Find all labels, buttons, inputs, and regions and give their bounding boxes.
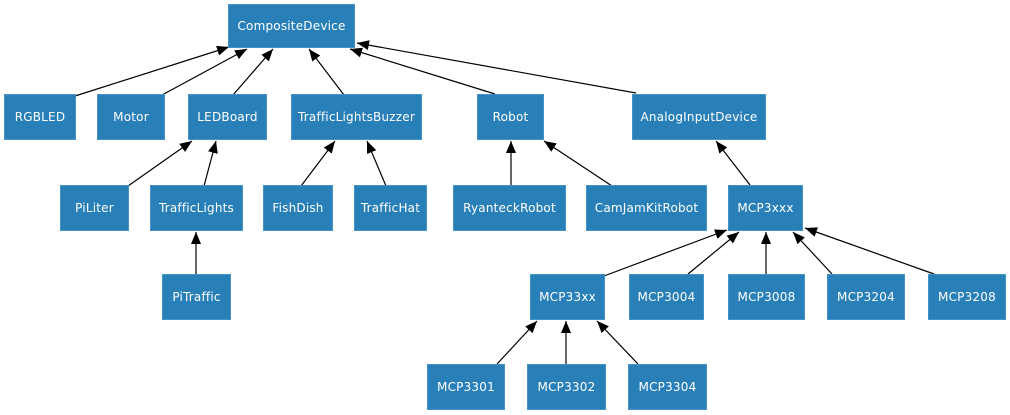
node-ryanteckrobot[interactable]: RyanteckRobot [453, 185, 566, 231]
node-mcp3208-label: MCP3208 [938, 290, 996, 304]
node-rgbled[interactable]: RGBLED [4, 94, 76, 140]
node-camjamkitrobot-label: CamJamKitRobot [594, 201, 699, 215]
node-mcp3204[interactable]: MCP3204 [827, 274, 905, 320]
node-pitraffic[interactable]: PiTraffic [162, 274, 231, 320]
node-mcp3304-label: MCP3304 [638, 380, 697, 394]
edge-analoginputdevice-to-compositedevice [356, 40, 637, 94]
node-robot-label: Robot [492, 110, 529, 124]
edge-trafficlights-to-ledboard [203, 140, 218, 187]
node-mcp3xxx-label: MCP3xxx [737, 201, 794, 215]
node-trafficlights-label: TrafficLights [158, 201, 235, 215]
node-mcp3304[interactable]: MCP3304 [628, 364, 707, 410]
edge-piliter-to-ledboard [127, 140, 193, 187]
node-mcp33xx[interactable]: MCP33xx [530, 274, 605, 320]
node-mcp3004-label: MCP3004 [637, 290, 696, 304]
node-mcp3208[interactable]: MCP3208 [928, 274, 1006, 320]
node-mcp3008[interactable]: MCP3008 [728, 274, 805, 320]
node-mcp3301-label: MCP3301 [437, 380, 495, 394]
node-fishdish-label: FishDish [272, 201, 324, 215]
node-motor[interactable]: Motor [97, 94, 165, 140]
edge-trafficlightsbuzzer-to-compositedevice [308, 48, 345, 96]
node-mcp3004[interactable]: MCP3004 [629, 274, 704, 320]
node-traffichat[interactable]: TrafficHat [354, 185, 427, 231]
node-mcp3302-label: MCP3302 [537, 380, 596, 394]
node-robot[interactable]: Robot [477, 94, 544, 140]
node-traffichat-label: TrafficHat [360, 201, 421, 215]
node-compositedevice-label: CompositeDevice [237, 19, 346, 33]
node-mcp3xxx[interactable]: MCP3xxx [728, 185, 803, 231]
node-pitraffic-label: PiTraffic [172, 290, 221, 304]
node-compositedevice[interactable]: CompositeDevice [228, 4, 355, 48]
edge-mcp3208-to-mcp3xxx [804, 227, 935, 275]
node-analoginputdevice[interactable]: AnalogInputDevice [632, 94, 766, 140]
edge-motor-to-compositedevice [161, 48, 248, 96]
node-trafficlights[interactable]: TrafficLights [150, 185, 243, 231]
node-mcp3302[interactable]: MCP3302 [527, 364, 606, 410]
node-rgbled-label: RGBLED [14, 110, 66, 124]
edge-fishdish-to-trafficlightsbuzzer [300, 140, 336, 187]
node-mcp33xx-label: MCP33xx [539, 290, 596, 304]
node-motor-label: Motor [113, 110, 149, 124]
node-ledboard[interactable]: LEDBoard [188, 94, 267, 140]
node-trafficlightsbuzzer[interactable]: TrafficLightsBuzzer [291, 94, 422, 140]
node-piliter[interactable]: PiLiter [60, 185, 129, 231]
edge-ledboard-to-compositedevice [232, 48, 274, 96]
edge-mcp3304-to-mcp33xx [596, 320, 639, 365]
edge-mcp3204-to-mcp3xxx [792, 231, 833, 275]
node-analoginputdevice-label: AnalogInputDevice [640, 110, 758, 124]
edge-robot-to-compositedevice [349, 47, 496, 95]
edge-mcp3301-to-mcp33xx [496, 320, 538, 365]
node-trafficlightsbuzzer-label: TrafficLightsBuzzer [298, 110, 415, 124]
node-mcp3204-label: MCP3204 [837, 290, 895, 304]
node-ledboard-label: LEDBoard [197, 110, 258, 124]
edge-mcp3xxx-to-analoginputdevice [715, 140, 751, 186]
node-piliter-label: PiLiter [75, 201, 114, 215]
edge-mcp3004-to-mcp3xxx [687, 231, 740, 275]
edge-rgbled-to-compositedevice [74, 45, 230, 97]
edge-mcp33xx-to-mcp3xxx [603, 229, 728, 277]
edge-camjamkitrobot-to-robot [543, 140, 613, 187]
node-camjamkitrobot[interactable]: CamJamKitRobot [586, 185, 707, 231]
node-mcp3008-label: MCP3008 [737, 290, 796, 304]
node-mcp3301[interactable]: MCP3301 [427, 364, 505, 410]
edge-traffichat-to-trafficlightsbuzzer [366, 140, 387, 187]
node-fishdish[interactable]: FishDish [263, 185, 333, 231]
node-ryanteckrobot-label: RyanteckRobot [463, 201, 556, 215]
